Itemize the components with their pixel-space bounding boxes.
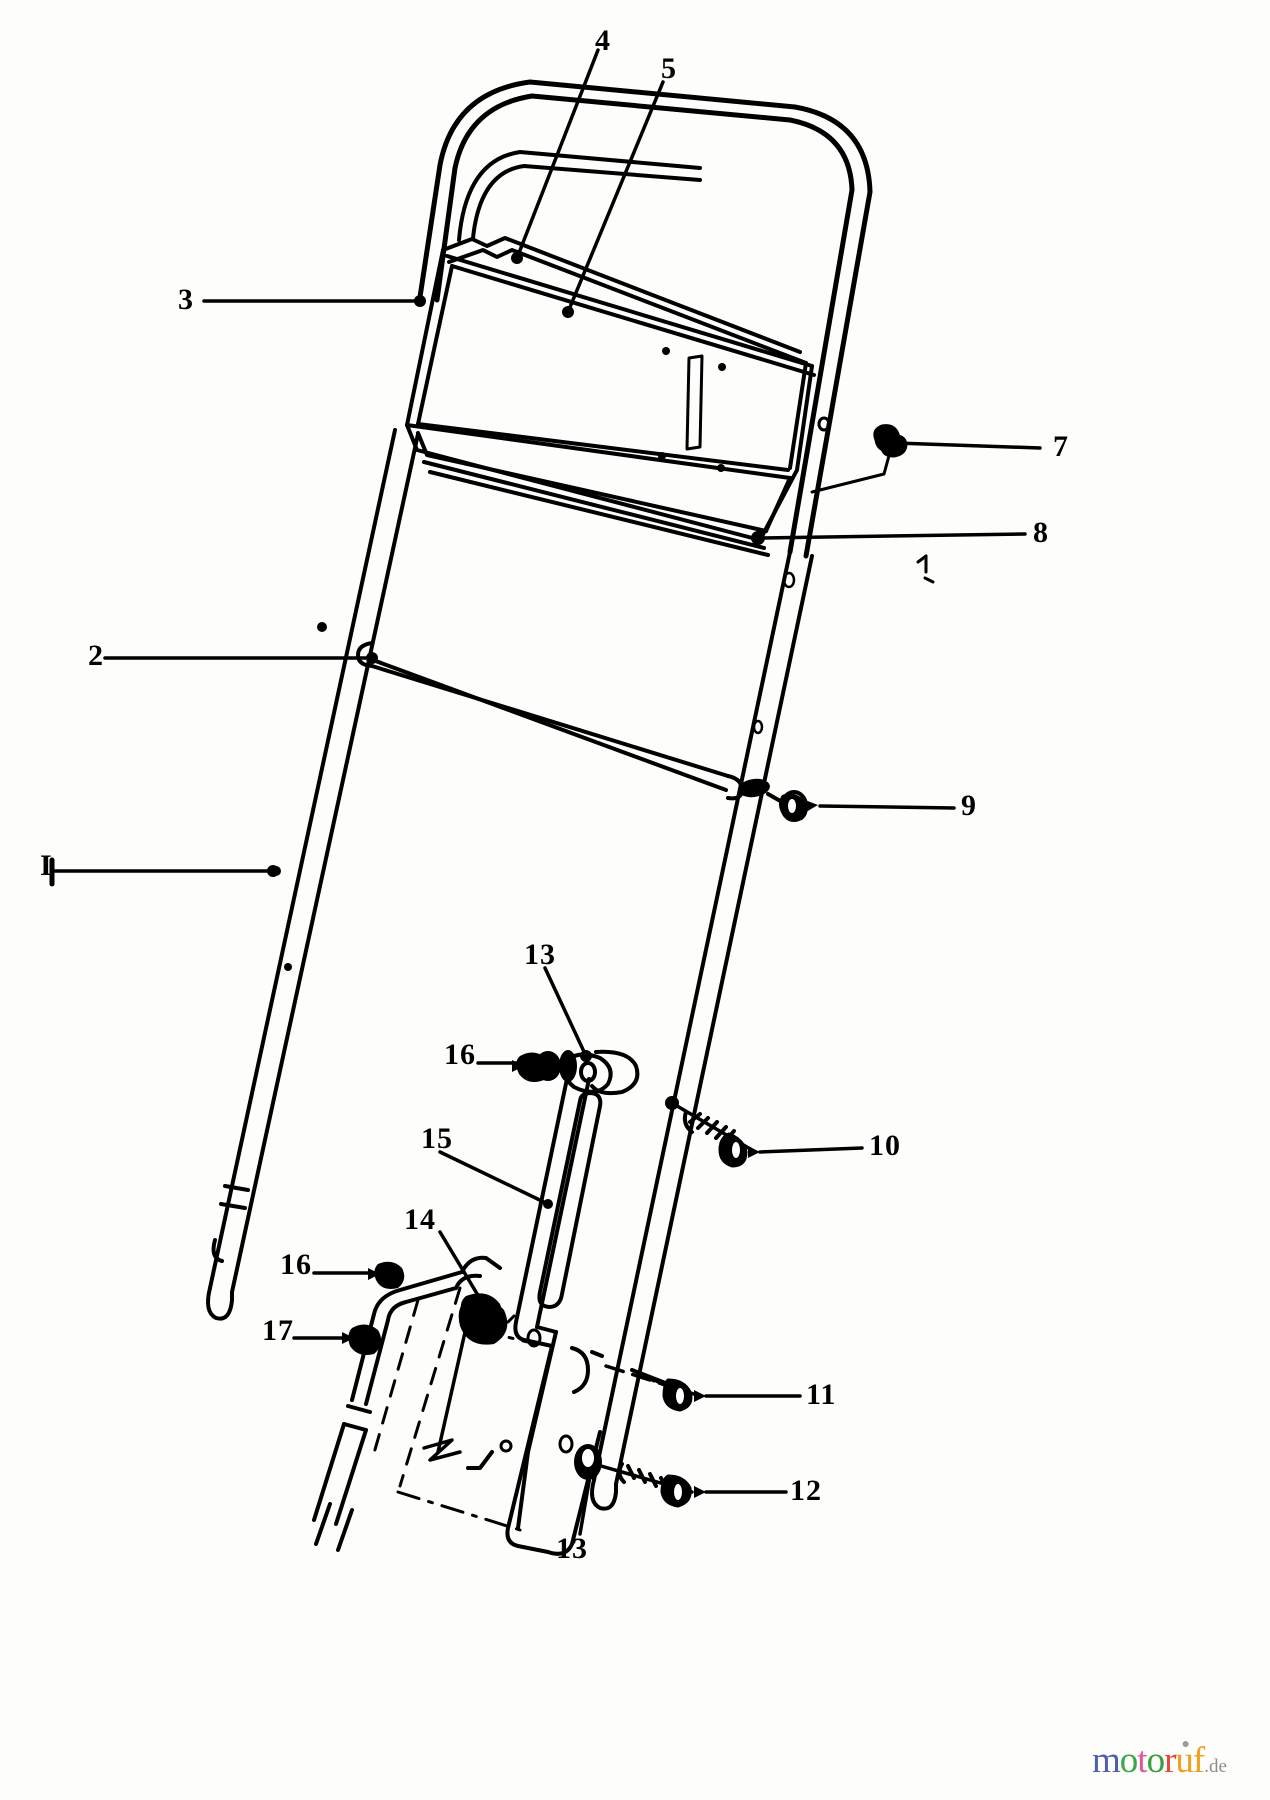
motoruf-watermark: motoruf.de ●	[1092, 1738, 1227, 1781]
watermark-dot-icon: ●	[1181, 1737, 1190, 1752]
callout-label-10: 10	[869, 1129, 901, 1162]
bracket-flange	[570, 1346, 604, 1394]
watermark-tld: .de	[1204, 1756, 1227, 1777]
panel-bracket-dashes	[916, 554, 935, 584]
control-panel-shape	[405, 236, 816, 557]
lock-nut-9	[738, 778, 770, 798]
control-panel-holes	[658, 347, 726, 472]
callout-label-2: 2	[88, 639, 104, 672]
callout-label-13-upper: 13	[524, 938, 556, 971]
callout-label-15: 15	[421, 1122, 453, 1155]
handle-right-arm-small-holes	[752, 571, 796, 735]
bracket-holes	[526, 1328, 574, 1454]
callout-label-5: 5	[661, 52, 677, 85]
callout-label-1: I	[40, 849, 53, 882]
handle-left-arm-holes	[271, 622, 327, 971]
callout-label-3: 3	[178, 283, 194, 316]
callout-label-14: 14	[404, 1203, 436, 1236]
leader-arrow-heads	[267, 252, 765, 1209]
callout-label-11: 11	[806, 1378, 837, 1411]
handle-left-arm	[206, 428, 420, 1321]
washer-13-upper-ring	[559, 1050, 577, 1082]
watermark-letter-f: f	[1192, 1740, 1205, 1781]
handle-inner-bail	[457, 150, 702, 242]
cable-hidden-detail	[370, 1286, 462, 1488]
callout-label-13-lower: 13	[556, 1532, 588, 1565]
control-panel-slot	[685, 354, 704, 451]
bracket-pivot-boss-outer	[590, 1049, 640, 1096]
cable-fitting-17	[342, 1324, 382, 1355]
control-cable-arm	[342, 1255, 502, 1470]
callout-label-17: 17	[262, 1314, 294, 1347]
leader-lines	[49, 48, 1042, 1536]
callout-label-16-upper: 16	[444, 1038, 476, 1071]
bolt-spring-10	[665, 1096, 760, 1168]
panel-bracket-hole	[817, 416, 831, 432]
nut-16-upper	[512, 1052, 550, 1082]
callout-label-9: 9	[961, 789, 977, 822]
watermark-letter-o1: o	[1119, 1740, 1138, 1781]
slotted-bracket-arm	[505, 1072, 591, 1554]
callout-label-8: 8	[1033, 516, 1049, 549]
handle-right-arm	[590, 550, 814, 1511]
handle-upper-loop-shape	[417, 79, 873, 559]
callout-label-4: 4	[595, 24, 611, 57]
knob-fastener-7	[810, 424, 908, 494]
control-cable	[312, 1422, 368, 1526]
cable-tail-dashes	[314, 1502, 354, 1552]
watermark-letter-u: u	[1175, 1740, 1193, 1781]
bracket-lower-paddle	[516, 1430, 602, 1556]
bolt-spring-12	[592, 1462, 706, 1508]
handle-cross-brace	[356, 641, 744, 801]
bolt-11	[604, 1364, 706, 1412]
cable-clamp-nut-14-shape	[460, 1293, 503, 1335]
watermark-letter-m: m	[1092, 1740, 1121, 1781]
callout-label-16-lower: 16	[280, 1248, 312, 1281]
washer-13-lower-hole	[582, 1449, 594, 1467]
slotted-bracket-slot	[537, 1091, 603, 1309]
watermark-letter-r: r	[1164, 1740, 1176, 1781]
watermark-letter-t: t	[1137, 1740, 1147, 1781]
watermark-letter-o2: o	[1146, 1740, 1165, 1781]
callout-label-12: 12	[790, 1474, 822, 1507]
nut-16-lower	[368, 1261, 405, 1289]
linkage-pin	[499, 1314, 516, 1453]
lock-nut-9-ring-fill	[779, 793, 818, 822]
callout-label-7: 7	[1053, 430, 1069, 463]
